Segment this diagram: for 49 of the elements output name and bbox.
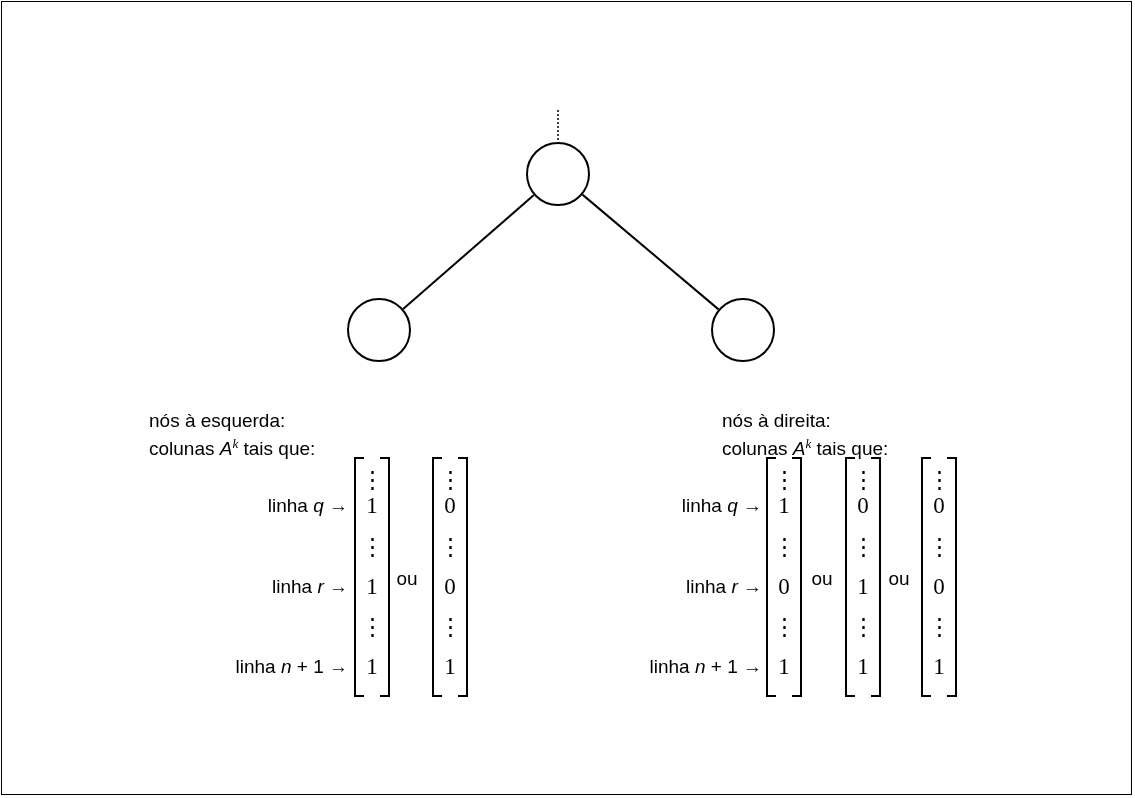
vector-entry: 0 <box>932 574 946 600</box>
vector-entry: ⋮ <box>359 614 385 640</box>
vector-entry: ⋮ <box>850 467 876 493</box>
or-text: ou <box>811 567 833 591</box>
row-label: linha r → <box>685 575 762 599</box>
vector-entry: ⋮ <box>926 467 952 493</box>
row-label: linha r → <box>271 575 348 599</box>
vector-entry: ⋮ <box>850 614 876 640</box>
tree-node-circle <box>526 142 590 206</box>
heading-text: colunas A$^{k}$ tais que: <box>149 435 316 461</box>
vector-entry: ⋮ <box>771 467 797 493</box>
dotted-line <box>557 109 559 143</box>
vector-entry: 0 <box>856 493 870 519</box>
tree-node-circle <box>711 298 775 362</box>
vector-entry: ⋮ <box>850 534 876 560</box>
vector-entry: 0 <box>443 493 457 519</box>
vector-entry: ⋮ <box>771 534 797 560</box>
vector-entry: 0 <box>932 493 946 519</box>
heading-text: nós à direita: <box>722 409 832 432</box>
vector-entry: 1 <box>365 654 379 680</box>
connector-line <box>581 193 720 311</box>
row-label: linha n + 1 → <box>649 655 762 679</box>
vector-entry: 1 <box>443 654 457 680</box>
row-label: linha q → <box>267 494 348 518</box>
row-label: linha n + 1 → <box>235 655 348 679</box>
vector-entry: ⋮ <box>926 534 952 560</box>
heading-text: nós à esquerda: <box>149 409 287 432</box>
vector-entry: 0 <box>777 574 791 600</box>
vector-entry: 1 <box>856 574 870 600</box>
vector-entry: 0 <box>443 574 457 600</box>
vector-entry: ⋮ <box>359 467 385 493</box>
vector-entry: 1 <box>365 493 379 519</box>
vector-entry: 1 <box>932 654 946 680</box>
or-text: ou <box>888 567 910 591</box>
vector-entry: 1 <box>365 574 379 600</box>
vector-entry: ⋮ <box>359 534 385 560</box>
vector-entry: ⋮ <box>771 614 797 640</box>
row-label: linha q → <box>681 494 762 518</box>
or-text: ou <box>396 567 418 591</box>
heading-text: colunas A$^{k}$ tais que: <box>722 435 889 461</box>
vector-entry: ⋮ <box>437 614 463 640</box>
vector-entry: ⋮ <box>926 614 952 640</box>
tree-node-circle <box>347 298 411 362</box>
connector-line <box>402 194 535 310</box>
vector-entry: ⋮ <box>437 534 463 560</box>
vector-entry: ⋮ <box>437 467 463 493</box>
vector-entry: 1 <box>777 654 791 680</box>
vector-entry: 1 <box>856 654 870 680</box>
vector-entry: 1 <box>777 493 791 519</box>
